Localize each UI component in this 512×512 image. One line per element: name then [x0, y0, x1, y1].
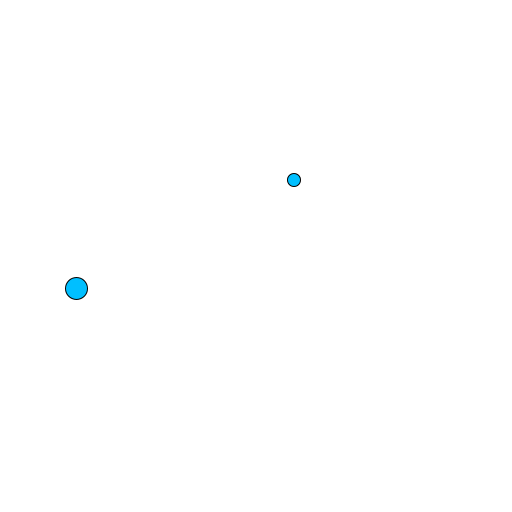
large-circle-target[interactable] [65, 277, 88, 300]
small-circle-target[interactable] [287, 173, 301, 187]
